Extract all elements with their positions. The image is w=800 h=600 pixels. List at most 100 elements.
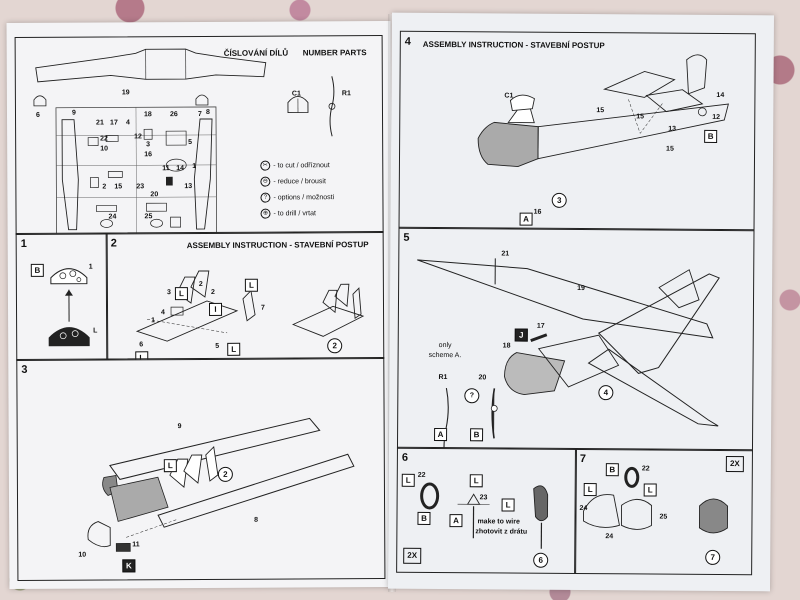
step-6-multiplier: 2X — [403, 547, 422, 564]
parts-numbering-panel: ČÍSLOVÁNÍ DÍLŮ NUMBER PARTS — [14, 35, 384, 235]
step-3-part-9: 9 — [177, 423, 182, 431]
part-label-22: 22 — [100, 135, 108, 143]
step-2-part-2b: 2 — [210, 288, 215, 296]
step-4-badge-a: A — [519, 212, 533, 226]
part-label-11: 11 — [162, 165, 170, 173]
drill-symbol-icon: ⊕ — [260, 208, 271, 219]
step-2-part-4: 4 — [161, 309, 165, 317]
part-label-21: 21 — [96, 119, 104, 127]
part-label-16: 16 — [144, 151, 153, 159]
step-4-panel: 4 ASSEMBLY INSTRUCTION - STAVEBNÍ POSTUP… — [398, 30, 756, 232]
step-7-part-24b: 24 — [579, 504, 588, 513]
step-7-badge-l1: L — [583, 483, 597, 497]
step-2-panel: 2 ASSEMBLY INSTRUCTION - STAVEBNÍ POSTUP… — [105, 231, 385, 361]
fuselage-assembly-drawing — [87, 417, 355, 552]
step-2-part-7: 7 — [260, 304, 265, 312]
part-label-13: 13 — [184, 183, 193, 191]
wing-parts-drawing — [33, 48, 336, 235]
part-label-19: 19 — [121, 89, 130, 97]
step-4-part-c1: C1 — [504, 92, 514, 100]
step-4-badge-b: B — [704, 129, 718, 143]
step-7-panel: 7 2X 22 24 25 24 B L L 7 — [574, 447, 753, 576]
part-label-14: 14 — [176, 165, 185, 173]
step-3-badge-k: K — [122, 559, 136, 573]
step-6-badge-b: B — [417, 511, 431, 525]
seat-assembly-drawing — [135, 270, 365, 342]
step-2-part-1: 1 — [151, 317, 156, 325]
step-7-result: 7 — [705, 549, 721, 565]
step-5-prop-label: R1 — [438, 374, 448, 382]
step-6-wire-note-cz: zhotovit z drátu — [475, 528, 528, 536]
step-2-badge-i: I — [208, 302, 223, 316]
step-2-part-2a: 2 — [198, 280, 203, 289]
step-5-part-17: 17 — [536, 322, 545, 330]
step-2-badge-l4: L — [174, 287, 188, 301]
step-2-part-3: 3 — [166, 289, 171, 297]
step-1-part-1: 1 — [88, 263, 93, 271]
step-6-wire-note-en: make to wire — [477, 518, 520, 526]
reduce-symbol-icon: ⊖ — [260, 176, 271, 187]
part-label-26: 26 — [169, 111, 178, 119]
step-6-part-23: 23 — [479, 494, 488, 502]
step-6-result: 6 — [533, 552, 549, 568]
step-5-panel: 5 21 19 17 18 20 only scheme A. R1 ? J A… — [396, 226, 755, 452]
step-5-part-21: 21 — [501, 250, 510, 258]
step-5-badge-j: J — [514, 328, 528, 342]
instrument-panel-drawing — [48, 268, 90, 347]
wing-assembly-drawing — [417, 258, 720, 452]
step-5-part-19: 19 — [577, 284, 585, 293]
step-1-part-l: L — [93, 327, 98, 335]
step-6-badge-l1: L — [401, 473, 415, 487]
step-7-badge-l2: L — [643, 483, 657, 497]
step-2-part-6: 6 — [139, 341, 144, 349]
step-6-badge-l2: L — [469, 474, 483, 488]
part-label-18: 18 — [143, 111, 152, 119]
part-label-2: 2 — [102, 183, 107, 191]
legend-row-drill: ⊕- to drill / vrtat — [260, 208, 316, 219]
part-label-6: 6 — [35, 111, 40, 119]
part-label-7: 7 — [197, 110, 202, 119]
step-6-badge-l3: L — [501, 498, 515, 512]
step-5-badge-b: B — [470, 428, 484, 442]
instruction-sheet-left: ČÍSLOVÁNÍ DÍLŮ NUMBER PARTS — [6, 20, 394, 590]
step-4-part-12: 12 — [712, 113, 721, 121]
part-label-25: 25 — [144, 213, 153, 221]
options-symbol-icon: ? — [464, 388, 480, 404]
step-4-part-13: 13 — [668, 125, 677, 133]
step-4-part-15b: 15 — [636, 113, 645, 121]
tail-assembly-drawing — [477, 54, 729, 168]
step-5-part-20: 20 — [478, 374, 487, 382]
step-1-panel: 1 B 1 L — [15, 232, 109, 361]
part-label-17: 17 — [110, 119, 118, 127]
step-4-part-14: 14 — [716, 91, 725, 99]
step-5-result: 4 — [598, 385, 614, 401]
step-4-part-16: 16 — [533, 208, 542, 216]
part-label-c1: C1 — [291, 90, 301, 98]
step-2-badge-l1: L — [244, 278, 258, 292]
part-label-1: 1 — [192, 163, 197, 171]
step-4-result: 3 — [551, 192, 567, 208]
step-3-part-10: 10 — [78, 551, 87, 559]
options-symbol-icon: ? — [260, 192, 271, 203]
part-label-4: 4 — [126, 119, 130, 127]
step-3-result: 2 — [217, 466, 233, 482]
part-label-3: 3 — [146, 141, 151, 149]
step-3-panel: 3 9 8 10 11 L K 2 — [16, 357, 386, 581]
step-2-result: 2 — [327, 338, 343, 354]
part-label-8: 8 — [205, 108, 210, 116]
step-6-part-22: 22 — [417, 471, 426, 479]
step-6-badge-a: A — [449, 514, 463, 528]
cut-symbol-icon: ✂ — [260, 160, 271, 171]
wheel-fairing-drawing — [583, 466, 729, 534]
legend-row-options: ?- options / možnosti — [260, 192, 334, 203]
part-label-5: 5 — [188, 139, 193, 147]
part-label-24: 24 — [108, 213, 117, 221]
wheel-assembly-drawing — [420, 482, 549, 549]
legend-row-reduce: ⊖- reduce / brousit — [260, 176, 326, 187]
part-label-9: 9 — [71, 109, 76, 117]
part-label-23: 23 — [136, 183, 145, 191]
step-7-part-22: 22 — [641, 465, 650, 473]
instruction-sheet-right: 4 ASSEMBLY INSTRUCTION - STAVEBNÍ POSTUP… — [387, 12, 775, 592]
step-2-part-5: 5 — [215, 342, 220, 350]
part-label-15: 15 — [114, 183, 123, 191]
